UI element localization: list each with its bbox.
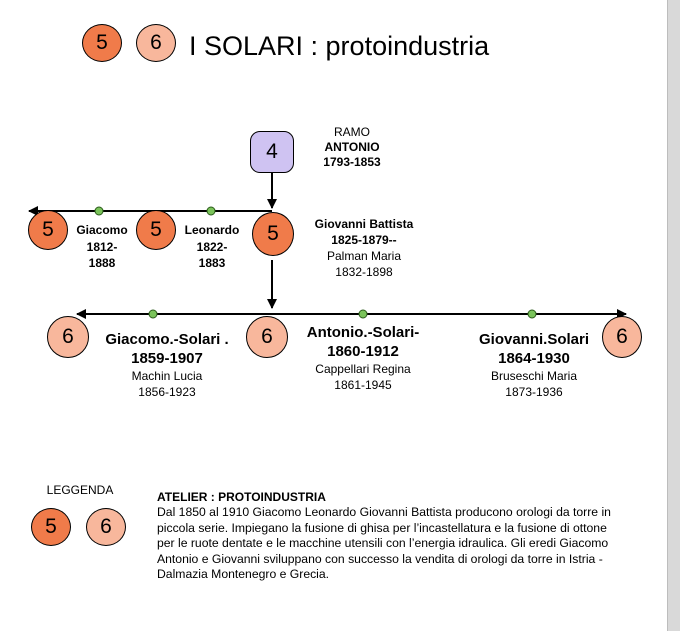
ramo-badge: 4 <box>250 131 294 173</box>
ramo-label: RAMO <box>334 125 370 139</box>
legend-badge-5: 5 <box>31 508 71 546</box>
header-badge-5: 5 <box>82 24 122 62</box>
gen6-spouse-years-giacomo: 1856-1923 <box>138 385 196 399</box>
legend-label: LEGGENDA <box>46 483 114 497</box>
gen5-name-giovanni-battista: Giovanni Battista <box>314 217 414 231</box>
gen5-badge-giacomo: 5 <box>28 210 68 250</box>
gen5-dot-1 <box>94 206 104 216</box>
atelier-heading: ATELIER : PROTOINDUSTRIA <box>157 490 326 504</box>
gen6-name-giovanni: Giovanni.Solari <box>478 331 590 348</box>
gen6-spouse-giacomo: Machin Lucia <box>131 369 203 383</box>
gen5-years1-leonardo: 1822- <box>196 240 228 254</box>
header-badge-6: 6 <box>136 24 176 62</box>
gen5-dot-2 <box>206 206 216 216</box>
gen6-badge-giacomo: 6 <box>47 316 89 358</box>
gen6-spouse-years-antonio: 1861-1945 <box>334 378 392 392</box>
ramo-name: ANTONIO <box>324 140 380 154</box>
gen6-spouse-giovanni: Bruseschi Maria <box>490 369 578 383</box>
gen6-years-giovanni: 1864-1930 <box>498 350 570 367</box>
ramo-years: 1793-1853 <box>323 155 381 169</box>
gen6-name-giacomo: Giacomo.-Solari . <box>105 331 229 348</box>
atelier-description: Dal 1850 al 1910 Giacomo Leonardo Giovan… <box>157 505 611 581</box>
gen5-years2-leonardo: 1883 <box>198 256 226 270</box>
gen5-name-giacomo: Giacomo <box>76 223 128 237</box>
gen5-years2-giacomo: 1888 <box>88 256 116 270</box>
gen6-badge-giovanni: 6 <box>602 316 642 358</box>
gen6-dot-3 <box>527 309 537 319</box>
gen6-spouse-antonio: Cappellari Regina <box>315 362 411 376</box>
gen5-years-giovanni-battista: 1825-1879-- <box>331 233 397 247</box>
gen5-badge-giovanni-battista: 5 <box>252 212 294 256</box>
legend-badge-6: 6 <box>86 508 126 546</box>
gen6-name-antonio: Antonio.-Solari- <box>306 324 420 341</box>
gen5-badge-leonardo: 5 <box>136 210 176 250</box>
gen6-spouse-years-giovanni: 1873-1936 <box>505 385 563 399</box>
gen5-name-leonardo: Leonardo <box>184 223 240 237</box>
window-edge <box>667 0 680 631</box>
gen6-badge-antonio: 6 <box>246 316 288 358</box>
gen6-dot-2 <box>358 309 368 319</box>
gen6-years-giacomo: 1859-1907 <box>131 350 203 367</box>
page-title: I SOLARI : protoindustria <box>189 31 490 61</box>
gen5-spouse-giovanni-battista: Palman Maria <box>326 249 402 263</box>
gen6-dot-1 <box>148 309 158 319</box>
gen5-spouse-years-giovanni-battista: 1832-1898 <box>335 265 393 279</box>
gen5-years1-giacomo: 1812- <box>86 240 118 254</box>
gen6-years-antonio: 1860-1912 <box>327 343 399 360</box>
